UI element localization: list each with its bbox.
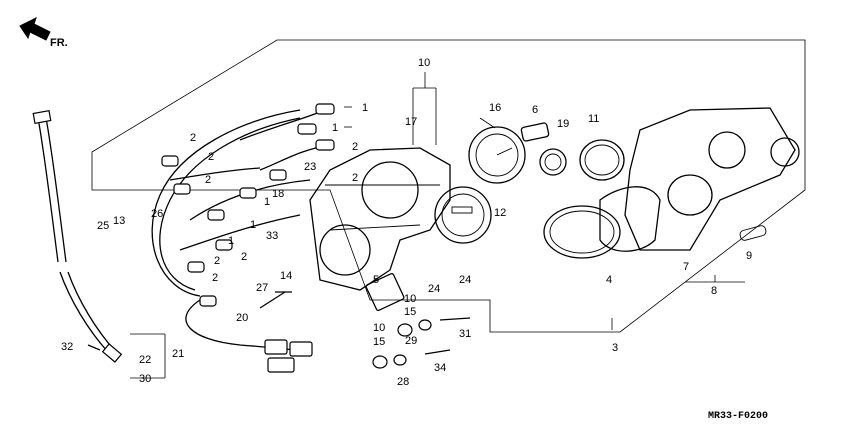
callout-30: 30 xyxy=(139,373,151,385)
callout-1: 1 xyxy=(332,122,338,134)
callout-10: 10 xyxy=(373,322,385,334)
callout-15: 15 xyxy=(373,336,385,348)
callout-19: 19 xyxy=(557,118,569,130)
callout-12: 12 xyxy=(494,207,506,219)
callout-1: 1 xyxy=(264,196,270,208)
gauge-16 xyxy=(468,126,526,184)
callout-10: 10 xyxy=(404,293,416,305)
meter-housing-4 xyxy=(599,186,661,252)
callout-15: 15 xyxy=(404,306,416,318)
lens-rings xyxy=(543,139,625,259)
callout-2: 2 xyxy=(190,132,196,144)
callout-1: 1 xyxy=(228,235,234,247)
indicator-plate-5 xyxy=(365,272,405,312)
callout-1: 1 xyxy=(362,102,368,114)
callout-4: 4 xyxy=(606,274,612,286)
callout-24: 24 xyxy=(459,274,471,286)
callout-2: 2 xyxy=(352,172,358,184)
callout-23: 23 xyxy=(304,161,316,173)
callout-14: 14 xyxy=(280,270,292,282)
callout-6: 6 xyxy=(532,104,538,116)
meter-visor-7 xyxy=(624,107,800,251)
callout-20: 20 xyxy=(236,312,248,324)
callout-2: 2 xyxy=(241,251,247,263)
callout-2: 2 xyxy=(352,141,358,153)
indicator-panel-6 xyxy=(520,122,550,142)
callout-18: 18 xyxy=(272,188,284,200)
grommets xyxy=(372,319,432,369)
wiring-harness xyxy=(151,103,335,373)
callout-1: 1 xyxy=(250,219,256,231)
callout-26: 26 xyxy=(151,208,163,220)
callout-31: 31 xyxy=(459,328,471,340)
callout-13: 13 xyxy=(113,215,125,227)
callout-2: 2 xyxy=(208,151,214,163)
bolts xyxy=(87,291,471,355)
callout-27: 27 xyxy=(256,282,268,294)
diagram-code: MR33-F0200 xyxy=(708,411,768,422)
callout-10: 10 xyxy=(418,57,430,69)
assembly-boundary xyxy=(91,39,806,333)
callout-17: 17 xyxy=(405,116,417,128)
callout-28: 28 xyxy=(397,376,409,388)
callout-16: 16 xyxy=(489,102,501,114)
callout-7: 7 xyxy=(683,261,689,273)
callout-22: 22 xyxy=(139,354,151,366)
gauge-12 xyxy=(434,186,492,244)
callout-2: 2 xyxy=(214,255,220,267)
meter-case xyxy=(309,147,451,291)
callout-2: 2 xyxy=(205,174,211,186)
direction-label: FR. xyxy=(50,37,68,49)
callout-25: 25 xyxy=(97,220,109,232)
callout-5: 5 xyxy=(373,274,379,286)
callout-2: 2 xyxy=(212,272,218,284)
front-arrow-icon xyxy=(19,17,51,41)
small-gauge-19 xyxy=(539,148,567,176)
callout-34: 34 xyxy=(434,362,446,374)
leader-lines xyxy=(130,72,745,379)
callout-3: 3 xyxy=(612,342,618,354)
callout-32: 32 xyxy=(61,341,73,353)
callout-33: 33 xyxy=(266,230,278,242)
callout-labels: 1 1 1 1 1 2 2 2 2 2 2 2 2 3 4 5 6 7 8 9 … xyxy=(61,57,752,388)
callout-11: 11 xyxy=(588,113,599,125)
callout-24: 24 xyxy=(428,283,440,295)
speedometer-cable xyxy=(32,109,123,363)
callout-29: 29 xyxy=(405,335,417,347)
callout-21: 21 xyxy=(172,348,184,360)
callout-8: 8 xyxy=(711,285,717,297)
callout-9: 9 xyxy=(746,250,752,262)
